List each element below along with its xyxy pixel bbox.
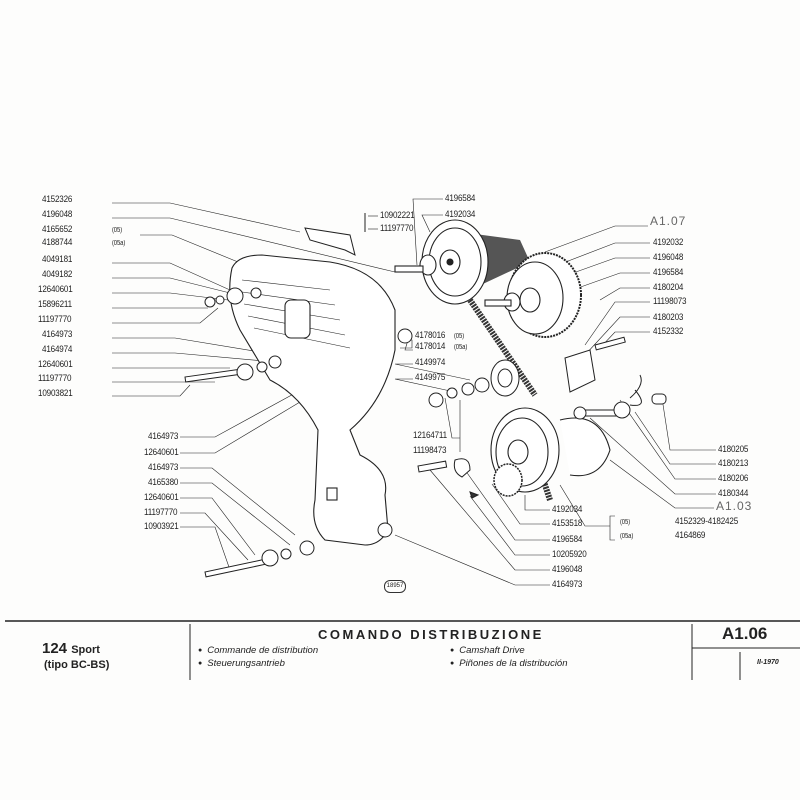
model-name: 124 Sport <box>42 640 100 657</box>
title-block-rules <box>5 620 800 680</box>
part-label: 4180203 <box>653 312 684 323</box>
part-label: 4049181 <box>42 254 73 265</box>
tensioner <box>417 336 667 499</box>
leader-lines <box>112 198 716 586</box>
cover-fasteners <box>184 213 413 578</box>
part-label: 4196584 <box>552 534 583 545</box>
part-label: 4165652 <box>42 224 73 235</box>
part-label: 4149974 <box>415 357 446 368</box>
part-label: 4152326 <box>42 194 73 205</box>
variant-label: (05) <box>454 333 464 340</box>
part-label: 4152329-4182425 <box>675 516 739 527</box>
camshaft-pulley-intake <box>484 252 582 338</box>
part-label: 4192034 <box>445 209 476 220</box>
part-label: 11197770 <box>38 373 72 384</box>
cross-reference-a107[interactable]: A1.07 <box>650 214 687 228</box>
part-label: 12640601 <box>144 447 179 458</box>
part-label: 4152332 <box>653 326 684 337</box>
part-label: 4180205 <box>718 444 749 455</box>
part-label: 4196584 <box>445 193 476 204</box>
part-label: 4180204 <box>653 282 684 293</box>
part-label: 12640601 <box>38 284 73 295</box>
part-label: 11197770 <box>144 507 178 518</box>
part-label: 10903821 <box>38 388 73 399</box>
part-label: 4153518 <box>552 518 583 529</box>
part-label: 4196048 <box>42 209 73 220</box>
part-label: 12164711 <box>413 430 447 441</box>
part-label: 4196048 <box>552 564 583 575</box>
drawing-number-stamp: 18957 <box>384 580 406 593</box>
model-number: 124 <box>42 640 68 657</box>
part-label: 10205920 <box>552 549 587 560</box>
model-suffix: Sport <box>71 644 100 656</box>
variant-label: (05a) <box>454 344 468 351</box>
part-label: 12640601 <box>38 359 73 370</box>
part-label: 4164973 <box>148 431 179 442</box>
variant-label: (05a) <box>112 240 126 247</box>
page-title: COMANDO DISTRIBUZIONE <box>318 627 544 642</box>
crank-pulley <box>490 407 611 497</box>
variant-label: (05) <box>112 227 122 234</box>
timing-belt-cover <box>229 254 396 546</box>
part-label: 4196048 <box>653 252 684 263</box>
part-label: 4188744 <box>42 237 73 248</box>
subtitle-french: Commande de distribution <box>198 645 318 656</box>
part-label: 12640601 <box>144 492 179 503</box>
variant-label: (05a) <box>620 533 634 540</box>
part-label: 4164973 <box>42 329 73 340</box>
part-label: 11198473 <box>413 445 447 456</box>
part-label: 4196584 <box>653 267 684 278</box>
part-label: 4180206 <box>718 473 749 484</box>
variant-label: (05) <box>620 519 630 526</box>
part-label: 11197770 <box>380 223 414 234</box>
subtitle-english: Camshaft Drive <box>450 645 524 656</box>
subtitle-spanish: Piñones de la distribución <box>450 658 567 669</box>
part-label: 4192034 <box>552 504 583 515</box>
part-label: 10903921 <box>144 521 179 532</box>
part-label: 4192032 <box>653 237 684 248</box>
part-label: 10902221 <box>380 210 415 221</box>
issue-date: II-1970 <box>757 659 779 666</box>
part-label: 15896211 <box>38 299 72 310</box>
part-label: 4164973 <box>148 462 179 473</box>
part-label: 4164973 <box>552 579 583 590</box>
part-label: 4165380 <box>148 477 179 488</box>
part-label: 4164974 <box>42 344 73 355</box>
camshaft-pulley-exhaust <box>394 219 530 305</box>
part-label: 4178014 <box>415 341 446 352</box>
part-label: 4180213 <box>718 458 749 469</box>
model-type: (tipo BC-BS) <box>44 659 110 671</box>
part-label: 4049182 <box>42 269 73 280</box>
part-label: 4180344 <box>718 488 749 499</box>
section-code: A1.06 <box>722 624 768 643</box>
cross-reference-a103[interactable]: A1.03 <box>716 499 753 513</box>
subtitle-german: Steuerungsantrieb <box>198 658 285 669</box>
part-label: 4178016 <box>415 330 446 341</box>
part-label: 4149975 <box>415 372 446 383</box>
part-label: 11198073 <box>653 296 687 307</box>
part-label: 11197770 <box>38 314 72 325</box>
part-label: 4164869 <box>675 530 706 541</box>
